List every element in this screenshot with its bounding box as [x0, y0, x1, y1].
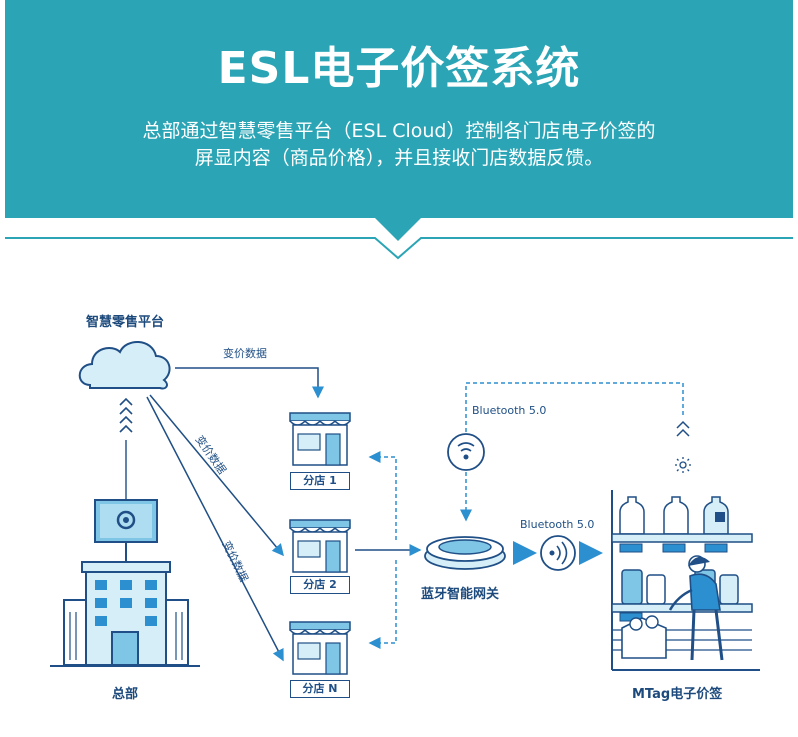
store-2-label: 分店 2 [290, 576, 350, 594]
wireless-signal-icon [540, 535, 576, 571]
bluetooth-signal-icon [447, 433, 485, 471]
edge-label-top: 变价数据 [223, 347, 267, 360]
store-2-icon [289, 519, 351, 573]
cloud-label: 智慧零售平台 [86, 315, 165, 330]
esl-label: MTag电子价签 [632, 687, 723, 702]
edge-cloud-store2 [149, 394, 284, 557]
hq-building-icon [50, 499, 200, 667]
store-1-label: 分店 1 [290, 472, 350, 490]
light-icon [675, 457, 691, 473]
edge-cloud-store1 [175, 367, 324, 399]
page-title: ESL电子价签系统 [217, 43, 581, 94]
store-shelf-illustration [611, 490, 760, 671]
feedback-dashed-lines [368, 451, 397, 649]
subtitle-line-2: 屏显内容（商品价格），并且接收门店数据反馈。 [194, 147, 604, 169]
esl-up-chevrons [676, 420, 690, 437]
store-N-icon [289, 621, 351, 675]
store-1-icon [289, 412, 351, 466]
gateway-device-icon [424, 536, 506, 570]
edge-cloud-storeN [146, 396, 284, 662]
bluetooth-label-top: Bluetooth 5.0 [472, 404, 547, 417]
hq-label: 总部 [112, 687, 139, 702]
banner-divider [5, 218, 793, 260]
bluetooth-dashed-loop [460, 382, 684, 522]
header-banner [5, 0, 793, 218]
store-N-label: 分店 N [290, 680, 350, 698]
cloud-hq-chevrons [119, 397, 133, 500]
gateway-label: 蓝牙智能网关 [421, 587, 500, 602]
bluetooth-label-mid: Bluetooth 5.0 [520, 518, 595, 531]
subtitle-line-1: 总部通过智慧零售平台（ESL Cloud）控制各门店电子价签的 [142, 120, 656, 142]
page-subtitle: 总部通过智慧零售平台（ESL Cloud）控制各门店电子价签的 屏显内容（商品价… [0, 118, 798, 172]
cloud-icon [78, 341, 171, 390]
